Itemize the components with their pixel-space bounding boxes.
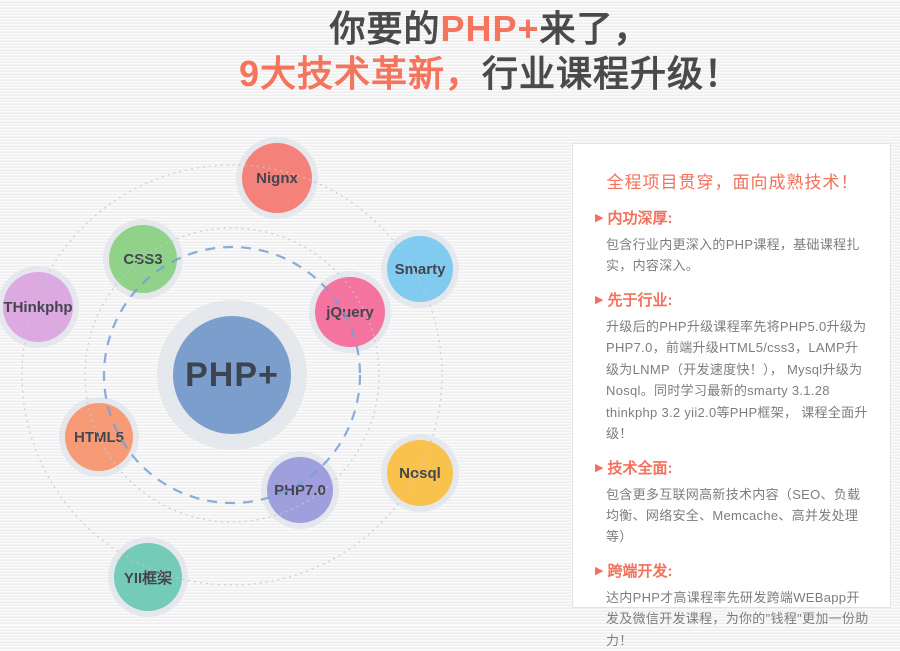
- bubble-label: jQuery: [326, 303, 374, 321]
- panel-header: 全程项目贯穿，面向成熟技术！: [606, 173, 859, 192]
- bubble-html5: HTML5: [65, 403, 133, 471]
- section-title: ▶ 内功深厚:: [595, 207, 870, 228]
- bubble-jquery: jQuery: [315, 277, 385, 347]
- bubble-php70: PHP7.0: [267, 457, 333, 523]
- bubble-label: YII框架: [123, 569, 173, 587]
- triangle-bullet-icon: ▶: [595, 212, 604, 224]
- bubble-label: Nignx: [256, 169, 298, 187]
- section-kuaduan: ▶ 跨端开发: 达内PHP才高课程率先研发跨端WEBapp开发及微信开发课程，为…: [595, 560, 870, 651]
- bubble-label: Smarty: [394, 260, 446, 278]
- title-line1-part1: 你要的: [329, 8, 441, 49]
- section-title: ▶ 技术全面:: [595, 457, 870, 478]
- bubble-css3: CSS3: [109, 225, 177, 293]
- bubble-thinkphp: THinkphp: [3, 272, 73, 342]
- section-body: 达内PHP才高课程率先研发跨端WEBapp开发及微信开发课程，为你的"钱程"更加…: [606, 589, 869, 648]
- triangle-bullet-icon: ▶: [595, 461, 604, 474]
- section-jishu: ▶ 技术全面: 包含更多互联网高新技术内容（SEO、负载均衡、网络安全、Memc…: [595, 457, 870, 548]
- section-body: 升级后的PHP升级课程率先将PHP5.0升级为PHP7.0，前端升级HTML5/…: [606, 318, 868, 442]
- title-line1-accent: PHP+: [440, 8, 540, 49]
- page-title: 你要的PHP+来了， 9大技术革新，行业课程升级！: [80, 6, 900, 96]
- bubble-yii: YII框架: [114, 543, 182, 611]
- section-title-text: 跨端开发:: [607, 562, 673, 580]
- section-title: ▶ 跨端开发:: [595, 560, 870, 581]
- bubble-nignx: Nignx: [242, 143, 312, 213]
- title-line2-accent: 9大技术革新，: [238, 53, 482, 94]
- bubble-label: THinkphp: [3, 298, 73, 316]
- php-tech-orbit-diagram: PHP+ Nignx CSS3 THinkphp Smarty jQuery H…: [3, 143, 453, 611]
- triangle-bullet-icon: ▶: [595, 564, 604, 577]
- course-info-panel: 全程项目贯穿，面向成熟技术！ ▶ 内功深厚: 包含行业内更深入的PHP课程，基础…: [572, 143, 891, 648]
- title-line-1: 你要的PHP+来了，: [80, 6, 900, 51]
- bubble-label: Nosql: [399, 464, 441, 482]
- center-bubble-php-plus: PHP+: [173, 316, 291, 434]
- section-xianyu: ▶ 先于行业: 升级后的PHP升级课程率先将PHP5.0升级为PHP7.0，前端…: [595, 289, 870, 445]
- bubble-label: CSS3: [123, 250, 163, 268]
- bubble-smarty: Smarty: [387, 236, 453, 302]
- triangle-bullet-icon: ▶: [595, 293, 604, 306]
- center-bubble-label: PHP+: [185, 355, 279, 394]
- section-body: 包含更多互联网高新技术内容（SEO、负载均衡、网络安全、Memcache、高并发…: [606, 486, 861, 545]
- bubble-nosql: Nosql: [387, 440, 453, 506]
- title-line2-part2: 行业课程升级！: [482, 53, 742, 94]
- section-title-text: 内功深厚:: [607, 210, 673, 227]
- section-title-text: 技术全面:: [607, 459, 673, 477]
- title-line-2: 9大技术革新，行业课程升级！: [80, 51, 900, 96]
- section-title-text: 先于行业:: [607, 291, 673, 309]
- bubble-label: PHP7.0: [274, 481, 326, 499]
- bubble-label: HTML5: [74, 428, 124, 446]
- section-body: 包含行业内更深入的PHP课程，基础课程扎实，内容深入。: [606, 237, 860, 274]
- section-title: ▶ 先于行业:: [595, 289, 870, 310]
- section-neigong: ▶ 内功深厚: 包含行业内更深入的PHP课程，基础课程扎实，内容深入。: [595, 207, 870, 277]
- title-line1-part3: 来了，: [539, 8, 651, 49]
